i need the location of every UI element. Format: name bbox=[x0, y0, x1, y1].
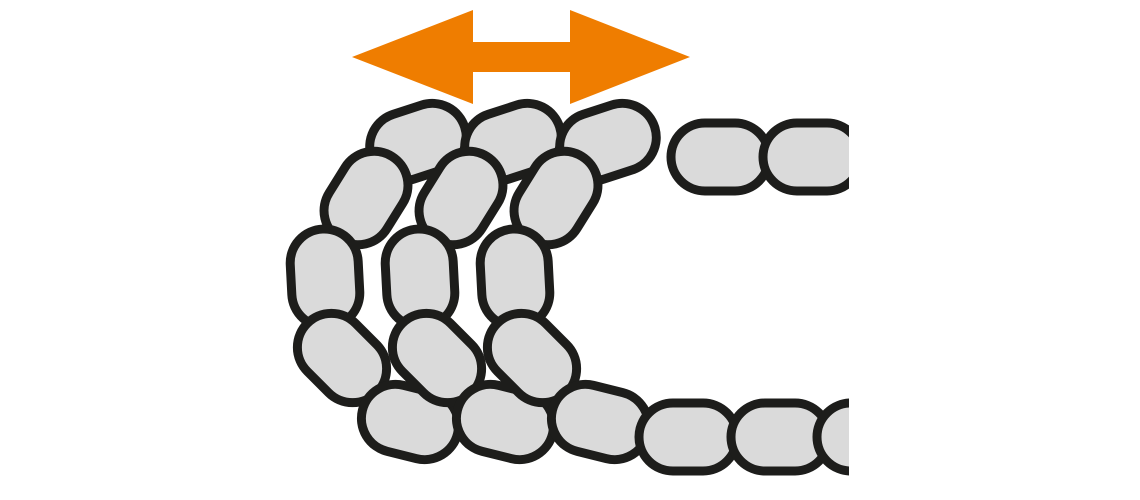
bottom-straight-link bbox=[634, 398, 742, 476]
chain-links bbox=[285, 98, 849, 476]
top-straight-link bbox=[758, 118, 849, 196]
top-straight-link bbox=[666, 118, 774, 196]
double-arrow-icon bbox=[352, 10, 690, 104]
bottom-straight-link-cut bbox=[812, 398, 849, 476]
